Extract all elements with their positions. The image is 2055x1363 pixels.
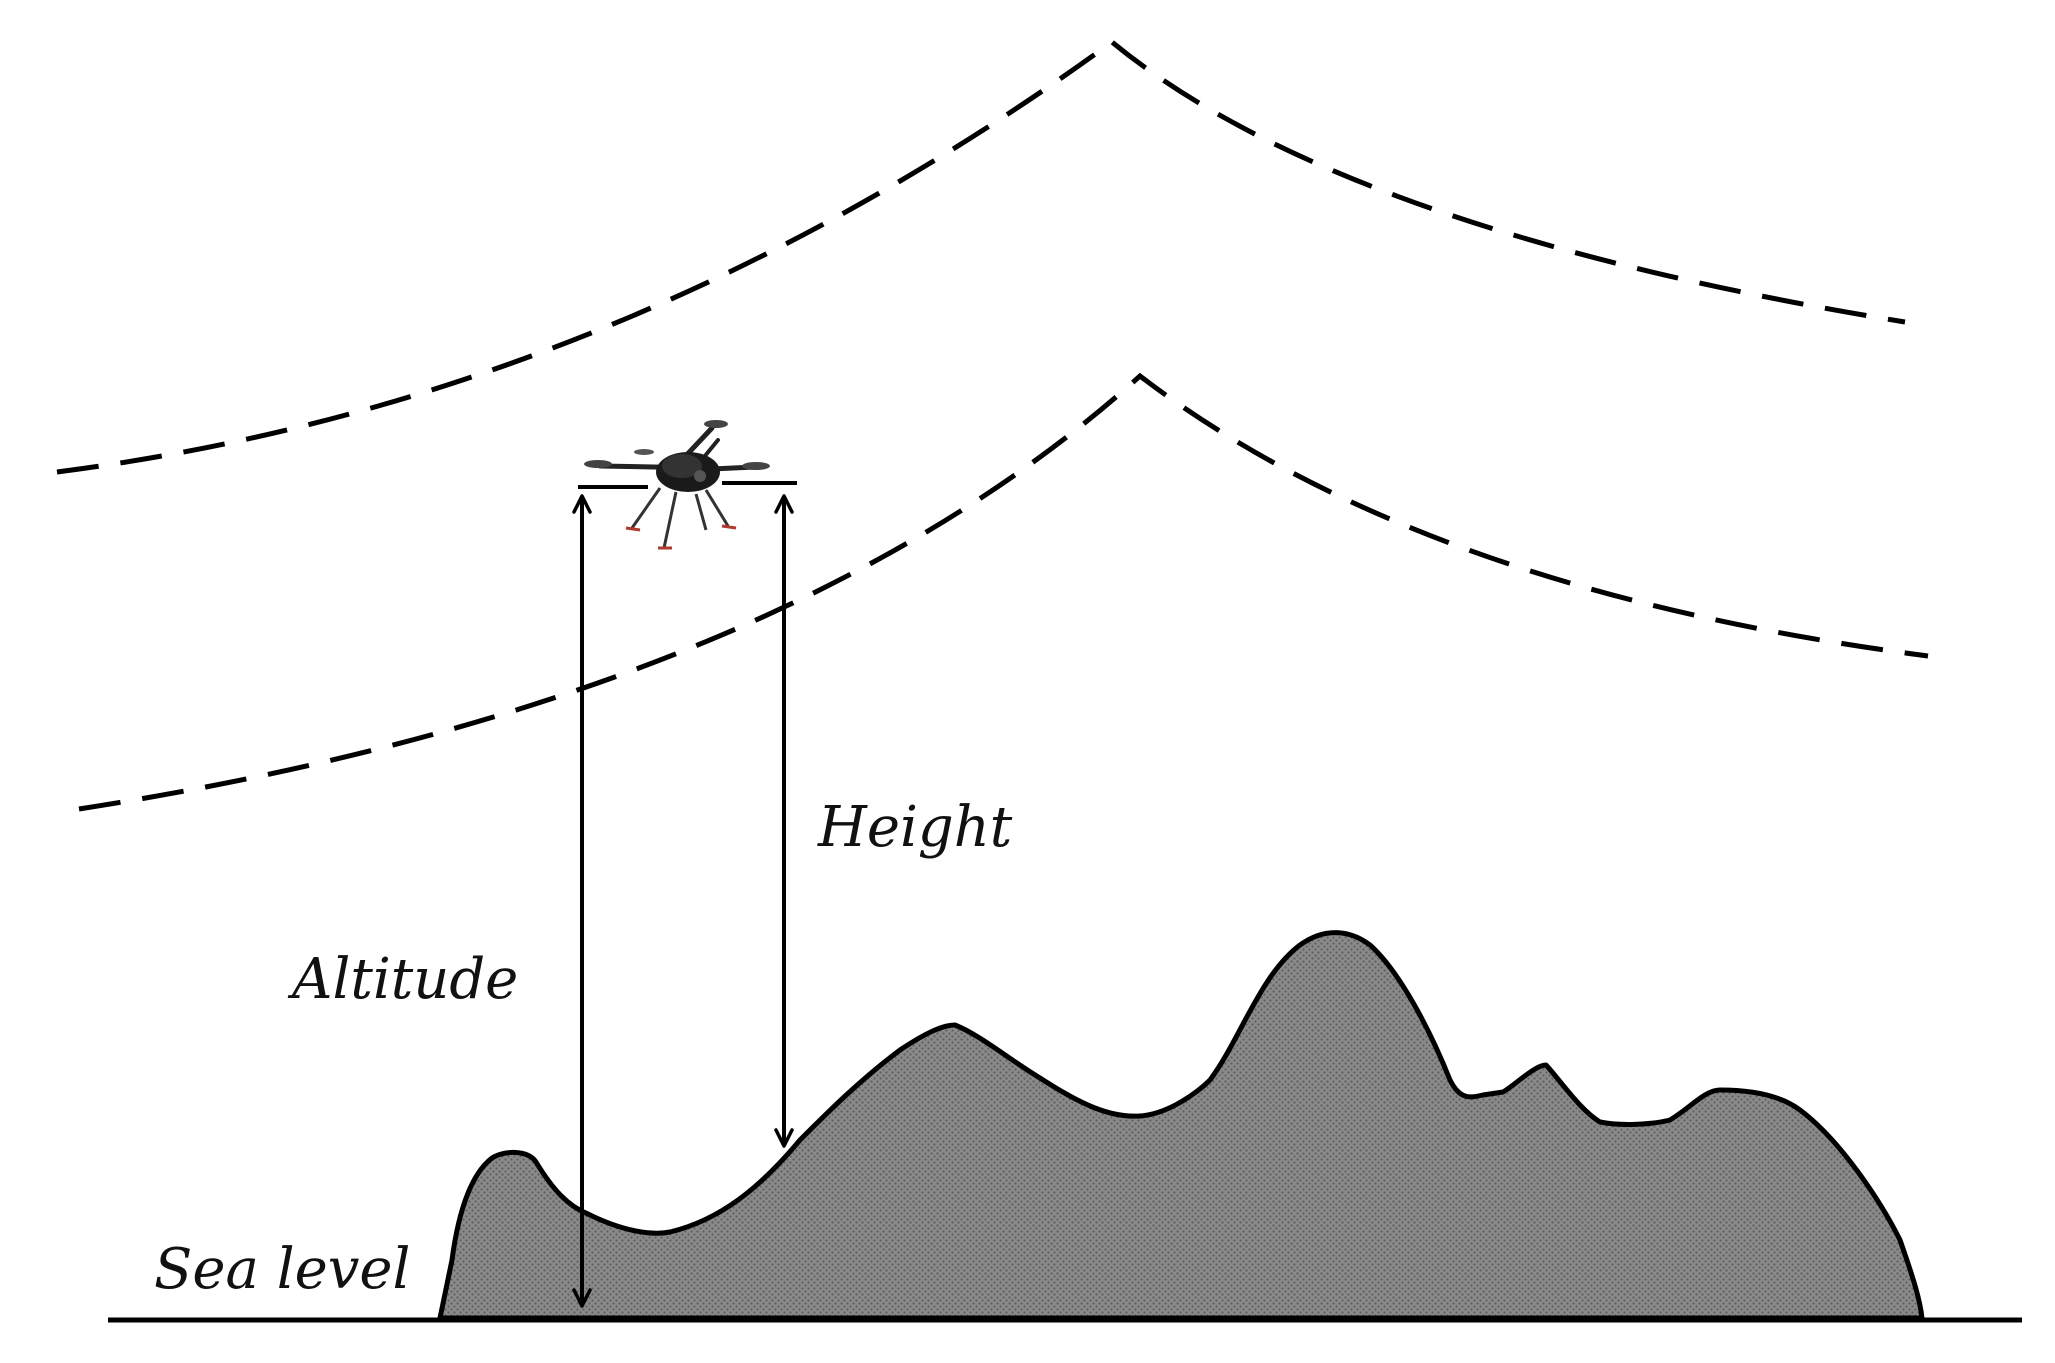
- terrain-mountains: [437, 930, 1925, 1321]
- upper-dashed-flight-path: [56, 38, 1906, 475]
- lower-dashed-flight-path: [78, 372, 1929, 812]
- height-label: Height: [817, 795, 1013, 860]
- altitude-label: Altitude: [287, 947, 518, 1012]
- sea-level-label: Sea level: [154, 1237, 410, 1302]
- quadcopter-drone-icon: [584, 420, 770, 550]
